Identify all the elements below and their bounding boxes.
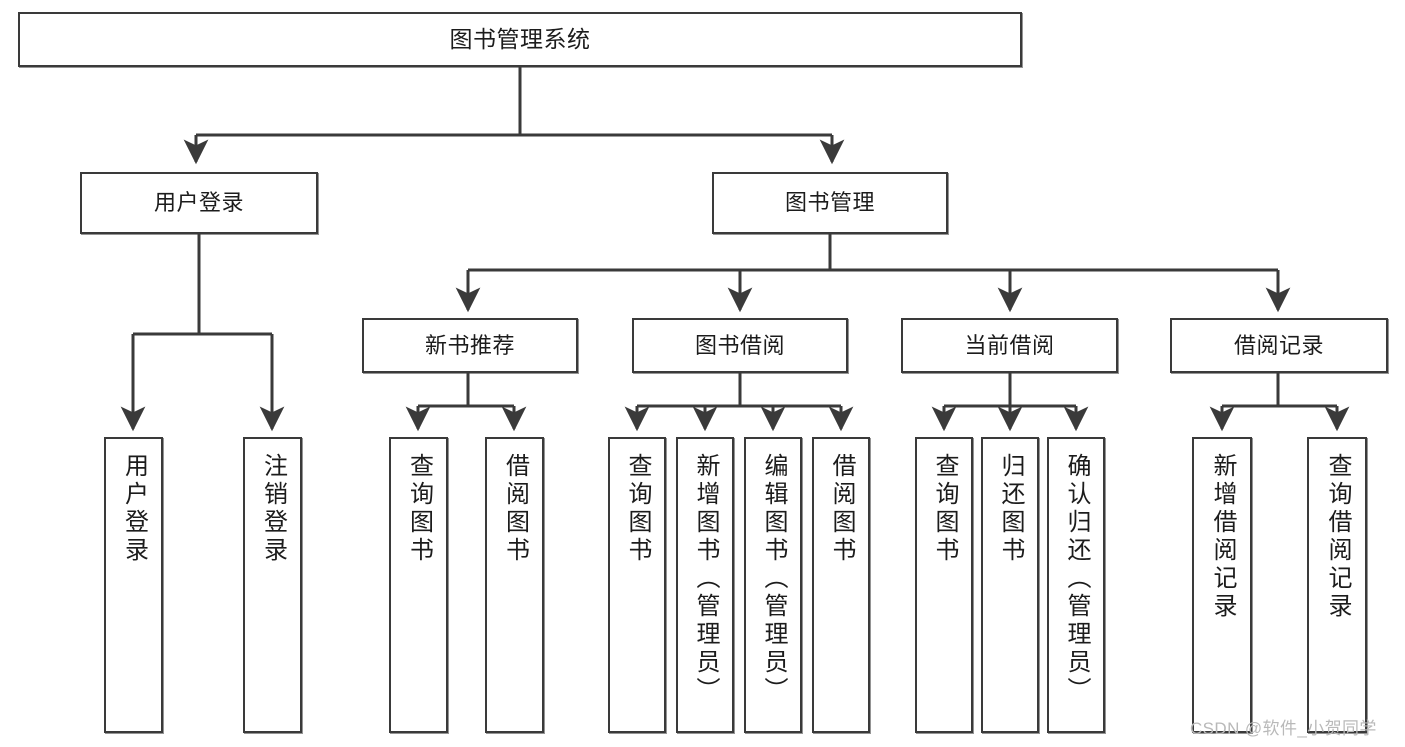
node-label: 借阅图书 [828, 453, 855, 565]
leaf-borrow-borrow-book[interactable]: 借阅图书 [812, 437, 870, 733]
leaf-recommend-borrow-book[interactable]: 借阅图书 [485, 437, 544, 733]
node-book-borrow[interactable]: 图书借阅 [632, 318, 848, 373]
node-label: 图书管理 [784, 190, 875, 216]
node-label: 新书推荐 [424, 332, 515, 358]
node-label: 归还图书 [997, 453, 1024, 565]
leaf-borrow-add-book-admin[interactable]: 新增图书（管理员） [676, 437, 734, 733]
node-label: 借阅图书 [501, 453, 529, 565]
leaf-current-query-book[interactable]: 查询图书 [915, 437, 973, 733]
leaf-current-confirm-return-admin[interactable]: 确认归还（管理员） [1047, 437, 1105, 733]
watermark: CSDN @软件_小贺同学 [1190, 719, 1377, 738]
leaf-current-return-book[interactable]: 归还图书 [981, 437, 1039, 733]
node-current-borrow[interactable]: 当前借阅 [901, 318, 1118, 373]
node-label: 编辑图书（管理员） [760, 453, 787, 705]
leaf-user-login-signout[interactable]: 注销登录 [243, 437, 302, 733]
node-label: 查询借阅记录 [1324, 453, 1351, 621]
node-borrow-record[interactable]: 借阅记录 [1170, 318, 1388, 373]
node-label: 图书借阅 [694, 332, 785, 358]
node-label: 查询图书 [405, 453, 433, 565]
leaf-borrow-query-book[interactable]: 查询图书 [608, 437, 666, 733]
node-label: 新增借阅记录 [1209, 453, 1236, 621]
leaf-record-query-record[interactable]: 查询借阅记录 [1307, 437, 1367, 733]
node-user-login[interactable]: 用户登录 [80, 172, 318, 234]
node-label: 确认归还（管理员） [1063, 453, 1090, 705]
leaf-user-login-signin[interactable]: 用户登录 [104, 437, 163, 733]
leaf-borrow-edit-book-admin[interactable]: 编辑图书（管理员） [744, 437, 802, 733]
node-label: 借阅记录 [1233, 332, 1324, 358]
node-label: 注销登录 [259, 453, 287, 565]
node-book-management[interactable]: 图书管理 [712, 172, 948, 234]
node-label: 图书管理系统 [449, 25, 591, 52]
leaf-record-add-record[interactable]: 新增借阅记录 [1192, 437, 1252, 733]
node-label: 当前借阅 [964, 332, 1055, 358]
node-label: 用户登录 [153, 190, 244, 216]
node-root-system[interactable]: 图书管理系统 [18, 12, 1022, 67]
node-label: 用户登录 [120, 453, 148, 565]
node-label: 查询图书 [931, 453, 958, 565]
leaf-recommend-query-book[interactable]: 查询图书 [389, 437, 448, 733]
node-label: 新增图书（管理员） [692, 453, 719, 705]
node-new-book-recommend[interactable]: 新书推荐 [362, 318, 578, 373]
node-label: 查询图书 [624, 453, 651, 565]
